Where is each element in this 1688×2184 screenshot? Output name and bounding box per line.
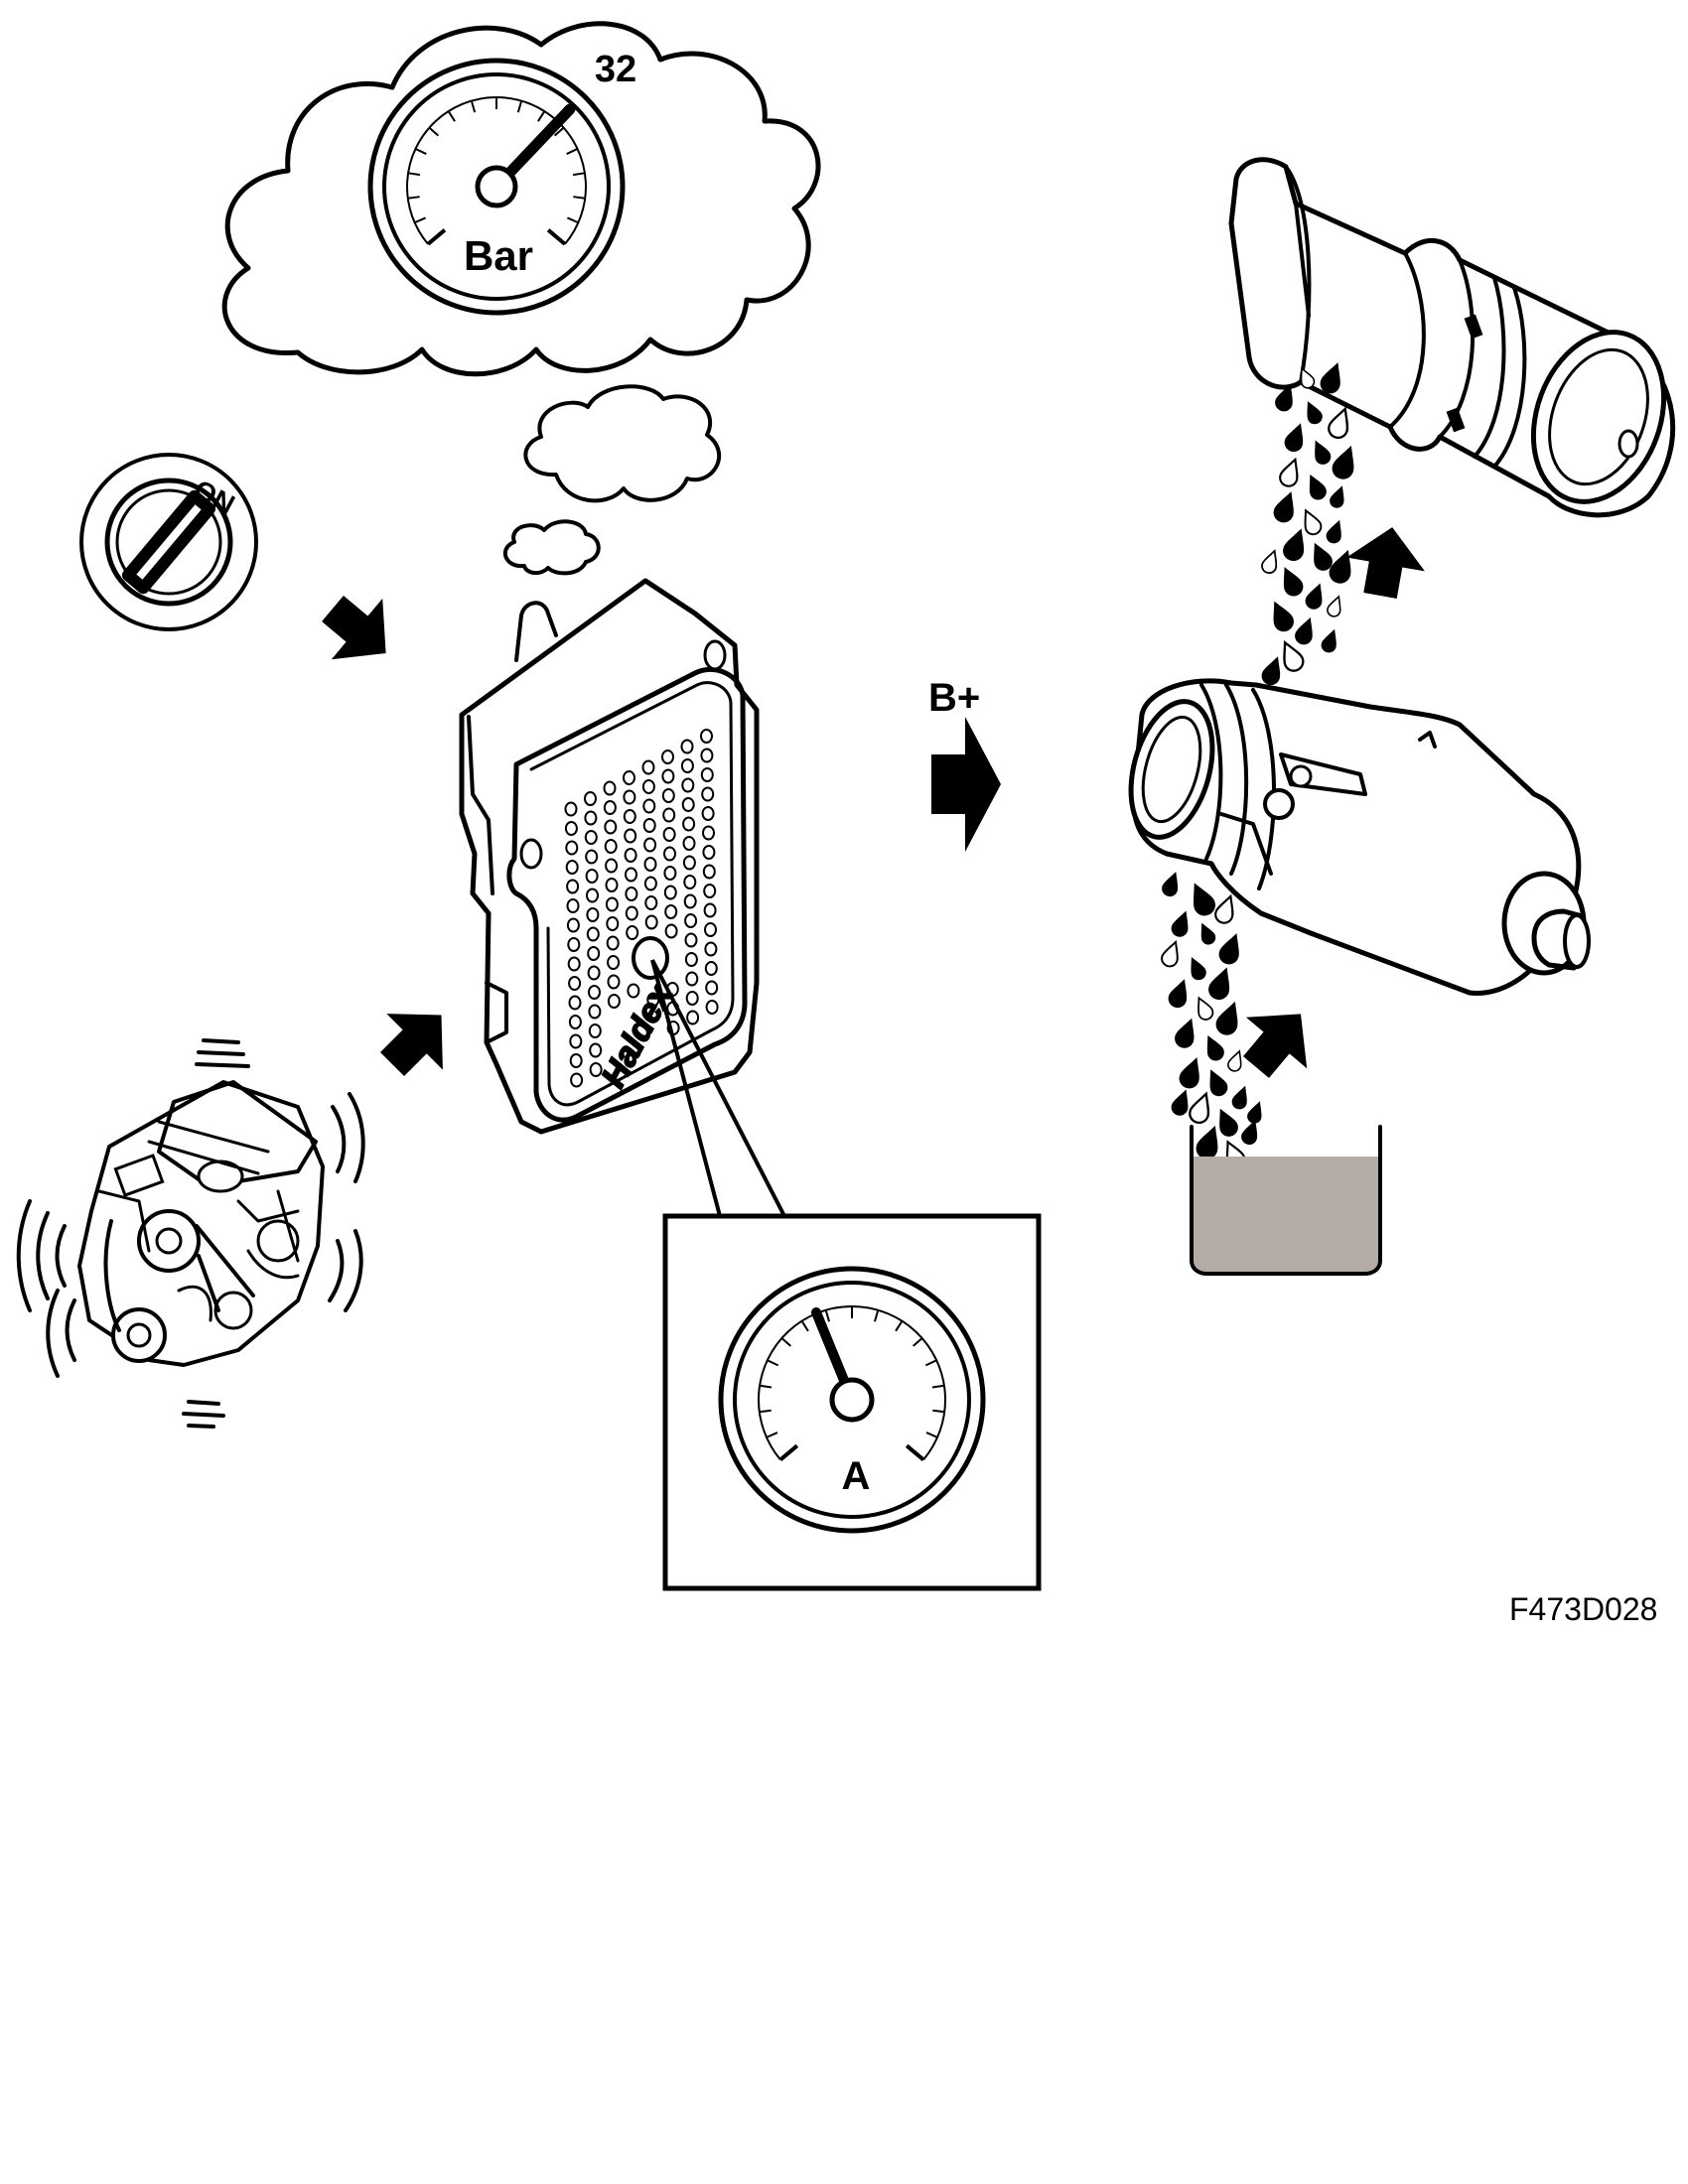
- ignition-switch: ON: [79, 453, 258, 631]
- arrow-pump-to-piston-icon: [1346, 527, 1425, 599]
- arrow-oil-to-pump-icon: [1242, 1014, 1308, 1078]
- control-module: Haldex: [459, 578, 760, 1135]
- pump-motor: [1128, 678, 1591, 996]
- oil-reservoir: [1190, 1125, 1382, 1276]
- arrow-b-plus-icon: [931, 717, 1001, 852]
- module-vent-holes: [564, 729, 719, 1088]
- engine-vibration-marks: [16, 1038, 365, 1429]
- arrow-engine-to-module-icon: [379, 1014, 443, 1077]
- pressure-unit-label: Bar: [464, 232, 533, 279]
- current-gauge-inset: A: [662, 1213, 1042, 1591]
- supply-label: B+: [928, 676, 980, 720]
- pressure-gauge: 32 Bar: [367, 49, 636, 316]
- module-brand-label: Haldex: [595, 977, 681, 1094]
- figure-id: F473D028: [1509, 1591, 1658, 1627]
- pressure-gauge-scale: [406, 96, 587, 246]
- engine: [16, 1038, 365, 1429]
- thought-cloud: [221, 21, 821, 576]
- pressure-gauge-hub: [475, 165, 518, 208]
- inset-leader-lines: [650, 959, 786, 1217]
- current-gauge-scale: [758, 1305, 946, 1461]
- ignition-key-icon: [121, 489, 216, 595]
- piston-cylinder: [1228, 157, 1676, 518]
- current-unit-label: A: [842, 1454, 871, 1498]
- current-gauge-hub: [829, 1377, 875, 1423]
- oil-droplets: [1161, 362, 1354, 1169]
- pressure-value-label: 32: [595, 49, 636, 90]
- probe-point: [632, 936, 669, 980]
- arrow-ignition-to-module-icon: [322, 595, 386, 660]
